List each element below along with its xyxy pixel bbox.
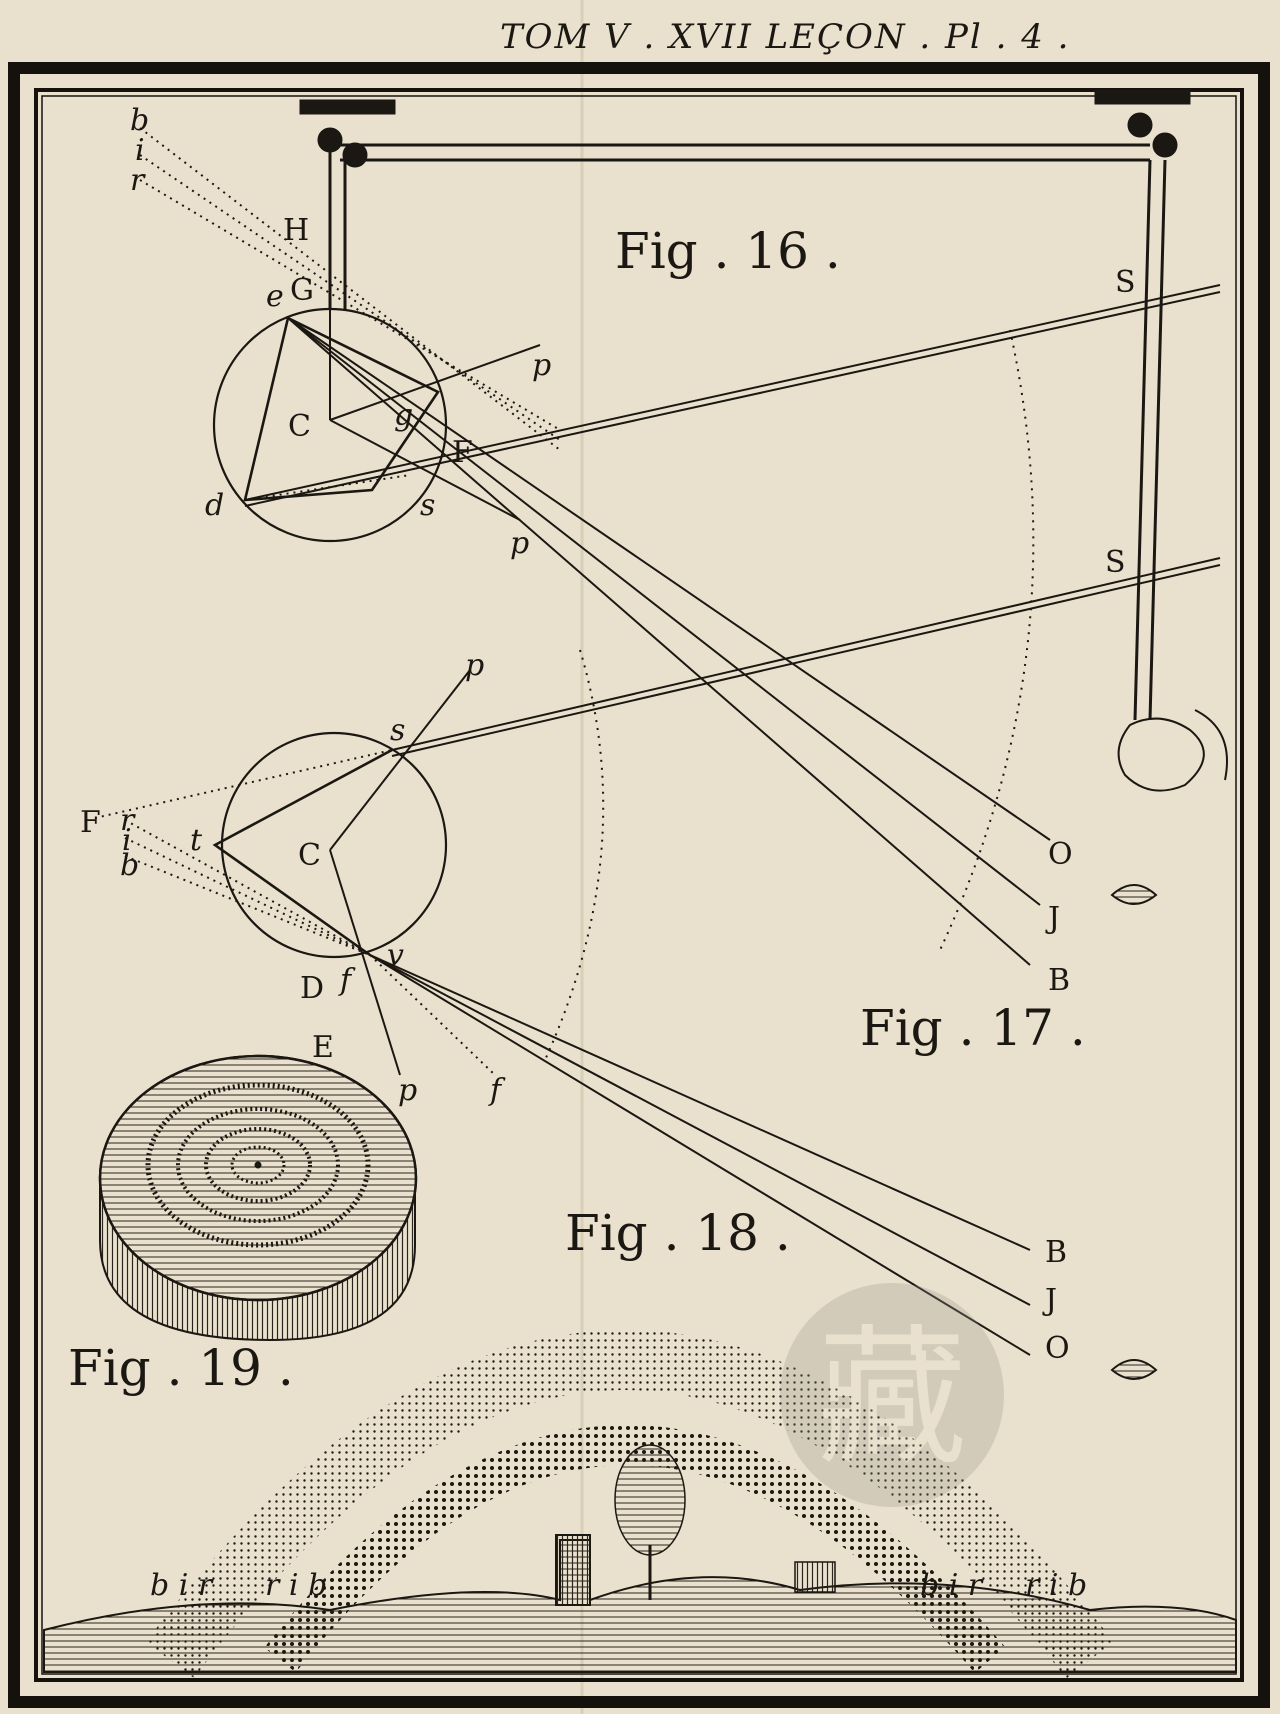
fig16-title: Fig . 16 . (615, 222, 841, 280)
label-v: v (387, 938, 404, 973)
fig18-rainbow (146, 1330, 1114, 1679)
label-p-top: p (465, 648, 484, 683)
label-O: O (1045, 1331, 1070, 1366)
label-G: G (290, 273, 314, 308)
label-s: s (390, 713, 405, 748)
label-E: E (312, 1030, 334, 1065)
fig17-labels: p s F r i b t C D f v E p f S O J B (80, 545, 1126, 1108)
label-H: H (283, 213, 309, 248)
plate-header: TOM V . XVII LEÇON . Pl . 4 . (500, 17, 1070, 57)
label-F: F (80, 805, 101, 840)
label-f-bottom: f (488, 1073, 506, 1108)
label-D: D (300, 971, 324, 1006)
label-s: s (420, 488, 435, 523)
fig18-landscape (43, 1444, 1237, 1673)
label-rib-right: r i b (1025, 1568, 1087, 1603)
label-i: i (122, 823, 132, 858)
label-B: B (1045, 1235, 1067, 1270)
plate-frame (8, 62, 1270, 1708)
label-C: C (298, 838, 321, 873)
fig16-diagram (139, 89, 1221, 966)
fig17-droplet (220, 731, 448, 959)
label-bir-left: b i r (150, 1568, 214, 1603)
label-g: g (394, 398, 413, 433)
fig16-labels: b i r H e G C p g F d s p S (130, 103, 1136, 561)
label-C: C (288, 409, 311, 444)
label-r: r (130, 163, 146, 198)
fig19-disc (98, 1054, 418, 1342)
label-bir-right: b i r (920, 1568, 984, 1603)
label-rib-left: r i b (265, 1568, 327, 1603)
label-S: S (1115, 265, 1136, 300)
fig17-title: Fig . 17 . (860, 999, 1086, 1057)
fig17-diagram (94, 557, 1228, 1380)
watermark-seal: 藏 (780, 1283, 1004, 1507)
pulley-apparatus (299, 89, 1191, 721)
label-B: B (1048, 963, 1070, 998)
label-p-top: p (532, 348, 551, 383)
fig18-title: Fig . 18 . (565, 1204, 791, 1262)
label-e: e (266, 279, 284, 314)
label-i: i (135, 133, 145, 168)
label-f: f (338, 963, 356, 998)
label-p-bottom: p (398, 1073, 417, 1108)
label-J: J (1045, 901, 1060, 936)
label-p-bottom: p (510, 526, 529, 561)
label-d: d (205, 488, 224, 523)
fig19-title: Fig . 19 . (68, 1339, 294, 1397)
label-F: F (452, 435, 473, 470)
label-O: O (1048, 837, 1073, 872)
fig18-labels: B J O b i r r i b b i r r i b (150, 1235, 1087, 1603)
label-S: S (1105, 545, 1126, 580)
label-b: b (130, 103, 149, 138)
watermark-glyph: 藏 (817, 1312, 967, 1486)
label-t: t (190, 823, 203, 858)
label-b: b (120, 848, 139, 883)
label-r: r (120, 803, 136, 838)
label-J: J (1042, 1283, 1057, 1318)
